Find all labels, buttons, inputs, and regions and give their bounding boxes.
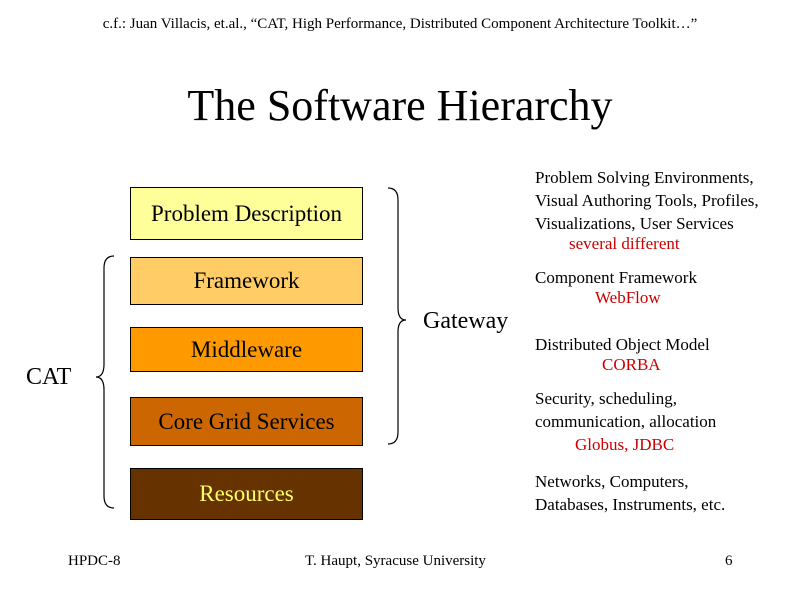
description-line: Visualizations, User Services <box>535 214 734 233</box>
layer-resources: Resources <box>130 468 363 520</box>
description-framework: Component Framework <box>535 266 697 289</box>
tech-problem-description: several different <box>569 234 680 253</box>
cat-brace <box>95 255 115 509</box>
slide-title: The Software Hierarchy <box>187 81 613 130</box>
description-line: Networks, Computers, <box>535 472 689 491</box>
layer-core-grid-services: Core Grid Services <box>130 397 363 446</box>
gateway-brace <box>387 187 407 445</box>
tech-middleware: CORBA <box>602 355 661 374</box>
layer-middleware: Middleware <box>130 327 363 372</box>
description-line: communication, allocation <box>535 412 717 431</box>
description-line: Security, scheduling, <box>535 389 677 408</box>
description-line: Component Framework <box>535 268 697 287</box>
cat-label: CAT <box>26 364 72 390</box>
description-problem-description: Problem Solving Environments, Visual Aut… <box>535 166 759 235</box>
description-core-grid-services: Security, scheduling, communication, all… <box>535 387 716 433</box>
description-resources: Networks, Computers, Databases, Instrume… <box>535 470 725 516</box>
layer-problem-description: Problem Description <box>130 187 363 240</box>
description-line: Databases, Instruments, etc. <box>535 495 726 514</box>
layer-framework: Framework <box>130 257 363 305</box>
page-number: 6 <box>725 553 733 569</box>
description-middleware: Distributed Object Model <box>535 333 710 356</box>
tech-framework: WebFlow <box>595 288 661 307</box>
footer-author: T. Haupt, Syracuse University <box>305 553 486 569</box>
gateway-label: Gateway <box>423 308 509 334</box>
description-line: Visual Authoring Tools, Profiles, <box>535 191 759 210</box>
footer-conference: HPDC-8 <box>68 553 121 569</box>
description-line: Problem Solving Environments, <box>535 168 754 187</box>
tech-core-grid-services: Globus, JDBC <box>575 435 675 454</box>
citation: c.f.: Juan Villacis, et.al., “CAT, High … <box>102 16 698 32</box>
description-line: Distributed Object Model <box>535 335 710 354</box>
